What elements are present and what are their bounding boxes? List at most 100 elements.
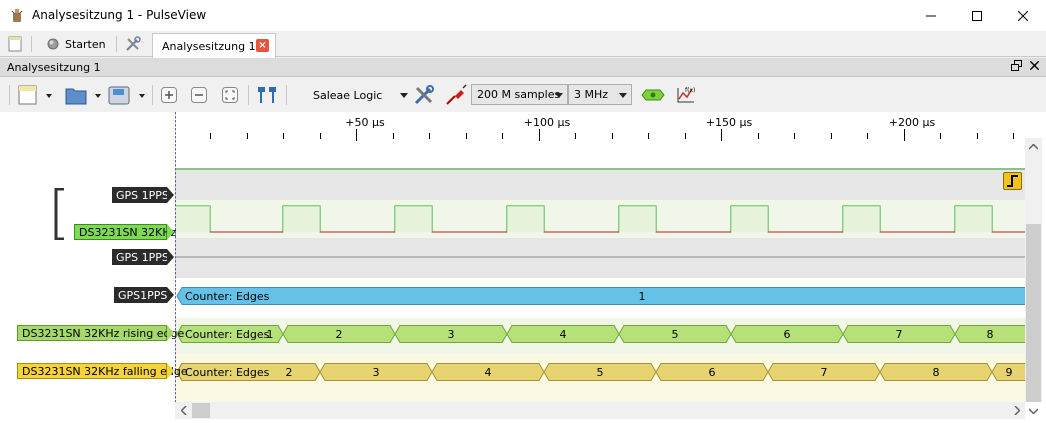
decoder-annotation-text: 1 [639,290,646,303]
decoder-label-rising-edge[interactable]: DS3231SN 32KHz rising edge [17,325,184,341]
chevron-down-icon [400,93,408,98]
horizontal-scroll-thumb[interactable] [192,403,210,418]
channel-label-ds3231sn-32khz-text: DS3231SN 32KHz [79,225,177,239]
samplerate-select[interactable]: 3 MHz [568,84,632,105]
ruler-tick-label: +150 µs [705,116,753,129]
decoder-annotation-text: 1 [267,328,274,341]
decoder-annotation-text: 5 [597,366,604,379]
tab-close-icon[interactable]: × [256,39,269,52]
folder-icon [65,88,101,105]
zoom-fit-icon [222,87,238,103]
dock-close-button[interactable] [1028,60,1041,73]
decoder-label-rising-edge-text: DS3231SN 32KHz rising edge [22,326,185,340]
channel-label-gps-1pps-arrow [167,187,174,203]
zoom-out-button[interactable] [187,83,211,107]
new-view-icon [18,85,52,105]
channel-label-gps-1pps[interactable]: GPS 1PPS [112,187,169,203]
channel-label-gps-1pps-2-arrow [167,249,174,265]
add-math-signal-button[interactable]: f(x) [674,83,698,107]
cursors-icon [258,87,276,103]
decoder-annotation [176,287,1025,305]
chevron-down-icon [555,93,563,98]
ruler-tick [429,133,430,139]
lane-gps-1pps [175,168,1025,200]
signal-high-shade [955,206,992,232]
ruler-tick [758,133,759,139]
open-file-button[interactable] [64,83,104,107]
new-view-button[interactable] [16,83,56,107]
decoder-label-gps1pps[interactable]: GPS1PPS [114,287,167,303]
tab-session[interactable]: Analysesitzung 1 × [152,33,276,58]
ruler-tick [210,133,211,139]
zoom-fit-button[interactable] [218,83,242,107]
probes-button[interactable] [443,83,469,107]
ruler-tick [904,129,905,141]
scroll-left-button[interactable] [175,402,192,419]
ruler-tick-label: +50 µs [345,116,385,129]
cursors-button[interactable] [254,83,280,107]
ruler-tick [685,133,686,139]
scroll-right-button[interactable] [1008,402,1025,419]
lane-spacer [175,160,1025,170]
run-button[interactable]: Starten [46,33,106,55]
close-window-button[interactable] [1000,0,1046,31]
ruler-tick-label: +100 µs [523,116,571,129]
scroll-down-button[interactable] [1025,402,1042,419]
decoder-label-falling-edge[interactable]: DS3231SN 32KHz falling edge [17,363,188,379]
ruler-tick [1013,133,1014,139]
dock-title-bar: Analysesitzung 1 [0,58,1046,77]
ruler-tick [648,133,649,139]
sample-count-select[interactable]: 200 M samples [471,84,568,105]
tools-icon [126,36,141,51]
device-config-button[interactable] [412,83,436,107]
settings-button[interactable] [125,33,145,55]
decoder-annotation-text: 4 [560,328,567,341]
vertical-scroll-thumb[interactable] [1026,224,1041,402]
decoder-annotation [954,325,1025,343]
ruler-tick [356,129,357,141]
add-decoder-button[interactable] [640,83,666,107]
decoder-annotation-text: 3 [373,366,380,379]
signal-high-shade [843,206,880,232]
zoom-in-icon [161,87,177,103]
decoder-annotation-text: 8 [987,328,994,341]
device-selector[interactable]: Saleae Logic [296,83,412,107]
time-cursor-line [175,112,176,402]
decoder-annotation [176,363,321,381]
chevron-down-icon [619,93,627,98]
horizontal-scrollbar[interactable] [175,402,1025,419]
vertical-scrollbar[interactable] [1025,138,1042,402]
dock-float-button[interactable] [1010,60,1023,73]
maximize-button[interactable] [954,0,1000,31]
minimize-button[interactable] [908,0,954,31]
scroll-up-button[interactable] [1025,138,1042,155]
tab-bar-divider [116,36,117,52]
dock-title: Analysesitzung 1 [7,61,101,74]
group-bracket [54,188,64,240]
trace-view: +50 µs+100 µs+150 µs+200 µs Counter: Edg… [0,112,1046,423]
close-icon [1029,60,1040,71]
ruler-tick-label: +200 µs [888,116,936,129]
decoder-annotation-text: 6 [709,366,716,379]
decoder-label-gps1pps-text: GPS1PPS [118,288,168,302]
channel-label-ds3231sn-32khz-arrow [167,224,174,240]
chevron-up-icon [1029,143,1038,150]
decoder-annotation-text: 7 [821,366,828,379]
channel-label-gps-1pps-2[interactable]: GPS 1PPS [112,249,169,265]
toolbar-separator [286,85,287,105]
device-name: Saleae Logic [313,88,383,102]
new-session-button[interactable] [8,33,24,55]
math-signal-icon: f(x) [677,87,695,103]
signal-high-shade [731,206,768,232]
save-icon [108,86,145,105]
zoom-in-button[interactable] [157,83,181,107]
save-button[interactable] [106,83,150,107]
channel-label-ds3231sn-32khz[interactable]: DS3231SN 32KHz [74,224,176,240]
trigger-button[interactable] [1003,172,1022,190]
chevron-left-icon [180,406,187,415]
chevron-right-icon [1013,406,1020,415]
ruler-tick [283,133,284,139]
tools-icon [414,85,434,105]
